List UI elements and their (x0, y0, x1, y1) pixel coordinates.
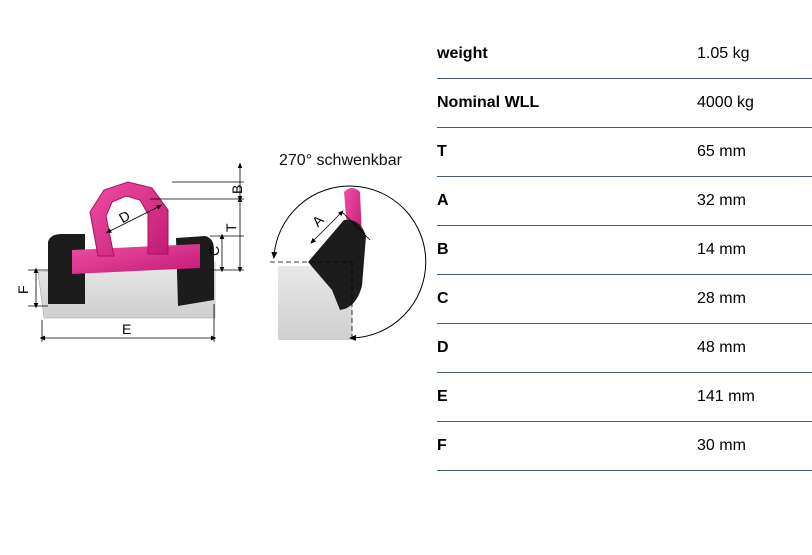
dim-label-F: F (15, 285, 31, 294)
spec-row: weight 1.05 kg (437, 30, 812, 79)
rotation-arc (271, 185, 427, 341)
spec-row: T 65 mm (437, 128, 812, 177)
spec-row: F 30 mm (437, 422, 812, 471)
right-view: A (270, 185, 427, 342)
rotation-caption: 270° schwenkbar (279, 152, 402, 169)
spec-value: 65 mm (697, 143, 746, 160)
left-view: B T C D F E (15, 162, 245, 342)
spec-value: 141 mm (697, 388, 755, 405)
spec-label: T (437, 143, 447, 160)
spec-value: 14 mm (697, 241, 746, 258)
spec-value: 4000 kg (697, 94, 754, 111)
product-illustration: B T C D F E A 270° schwenkbar (15, 152, 427, 342)
spec-label: weight (437, 45, 488, 62)
spec-label: A (437, 192, 449, 209)
dim-label-B: B (229, 185, 245, 194)
spec-value: 1.05 kg (697, 45, 750, 62)
spec-label: E (437, 388, 448, 405)
spec-row: E 141 mm (437, 373, 812, 422)
spec-label: B (437, 241, 449, 258)
spec-label: F (437, 437, 447, 454)
spec-table: weight 1.05 kg Nominal WLL 4000 kg T 65 mm A 32… (437, 30, 812, 471)
spec-label: D (437, 339, 449, 356)
spec-label: C (437, 290, 449, 307)
spec-row: B 14 mm (437, 226, 812, 275)
spec-row: Nominal WLL 4000 kg (437, 79, 812, 128)
dim-label-C: C (206, 246, 222, 256)
spec-value: 32 mm (697, 192, 746, 209)
dim-label-E: E (122, 321, 131, 337)
dimension-drawing: B T C D F E A (15, 162, 427, 342)
dim-label-A: A (309, 211, 327, 229)
spec-row: A 32 mm (437, 177, 812, 226)
spec-value: 28 mm (697, 290, 746, 307)
spec-row: D 48 mm (437, 324, 812, 373)
dim-label-D: D (116, 207, 133, 226)
spec-label: Nominal WLL (437, 94, 540, 111)
spec-row: C 28 mm (437, 275, 812, 324)
spec-value: 48 mm (697, 339, 746, 356)
spec-value: 30 mm (697, 437, 746, 454)
dim-label-T: T (223, 223, 239, 232)
